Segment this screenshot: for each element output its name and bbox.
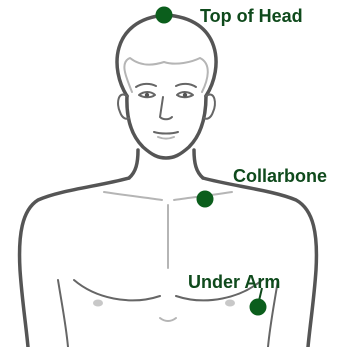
marker-collarbone: Collarbone [197,166,328,208]
under-arm-dot [250,299,267,316]
marker-under-arm: Under Arm [188,272,280,316]
under-arm-label: Under Arm [188,272,280,292]
head-figure [117,15,216,158]
collarbone-label: Collarbone [233,166,327,186]
top-of-head-dot [156,7,173,24]
top-of-head-label: Top of Head [200,6,303,26]
collarbone-dot [197,191,214,208]
